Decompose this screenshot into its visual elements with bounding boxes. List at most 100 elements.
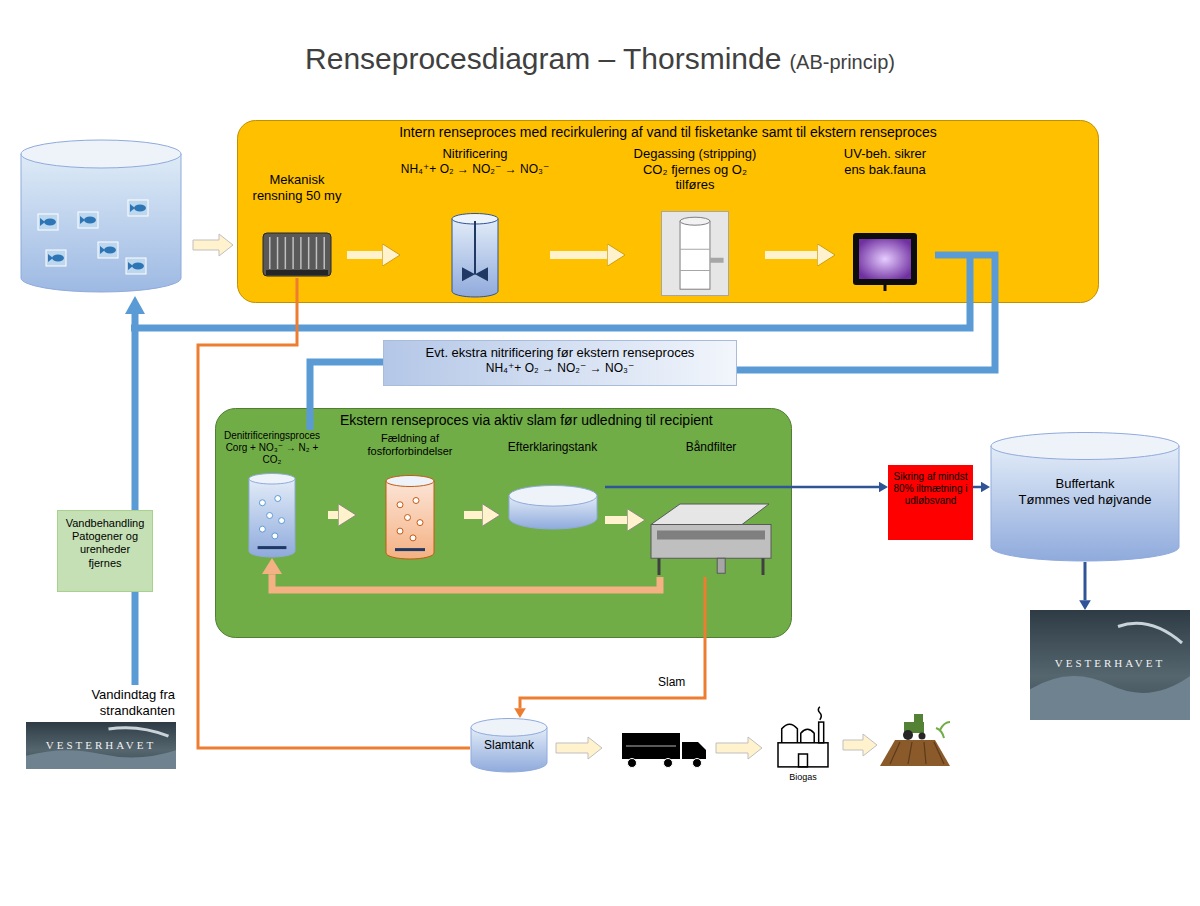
- lamp-glow: [859, 239, 911, 279]
- process-step: Fældning af fosforforbindelser: [356, 432, 464, 560]
- belt-filter-picture: [649, 502, 773, 577]
- internal-process-band: Intern renseproces med recirkulering af …: [237, 120, 1099, 303]
- bubble: [405, 515, 411, 521]
- outlet-line: [1084, 562, 1087, 600]
- tractor-wheel: [903, 730, 913, 740]
- diffuser: [258, 546, 287, 549]
- plant-smoke: [818, 707, 821, 720]
- bubble: [397, 502, 403, 508]
- node-heading: Ekstern renseproces via aktiv slam før u…: [340, 412, 786, 429]
- fish-tank: [21, 154, 181, 292]
- fish-body: [44, 219, 56, 226]
- drum-rib: [316, 237, 318, 269]
- node-heading: Vandbehandling Patogener og urenheder fj…: [62, 517, 148, 570]
- bubble: [417, 520, 423, 526]
- plant-silo: [782, 724, 798, 742]
- plant-hall: [778, 743, 828, 767]
- drum-rib: [277, 237, 279, 269]
- node-heading: Buffertank: [998, 476, 1172, 492]
- lamp-body: [853, 233, 917, 285]
- sea-outlet: VESTERHAVET: [1030, 610, 1190, 720]
- water-pipe: [132, 592, 139, 685]
- plant-chimney: [819, 722, 824, 743]
- fish-body: [52, 255, 64, 262]
- truck-trailer: [622, 733, 680, 759]
- drum-rib: [323, 237, 325, 269]
- filter-belt: [657, 531, 765, 540]
- node-heading: Slamtank: [472, 738, 546, 752]
- bubble: [259, 526, 265, 532]
- fish-tail: [100, 246, 105, 254]
- uv-lamp-picture: [851, 230, 919, 292]
- fish-body: [134, 205, 146, 212]
- tractor-cab: [914, 714, 923, 723]
- fish-icon: [126, 258, 146, 274]
- lamp-stand: [884, 285, 887, 291]
- intake-water-pipe: [132, 314, 139, 520]
- sea-photo: [1030, 610, 1190, 720]
- process-step: Båndfilter: [645, 440, 777, 577]
- fish-icon-tile: [78, 212, 98, 228]
- fish-body: [104, 247, 116, 254]
- return-water-pipe: [131, 252, 970, 328]
- outlet-line: [605, 486, 879, 489]
- node-text: Tømmes ved højvande: [998, 492, 1172, 508]
- filter-leg: [658, 558, 661, 575]
- node-heading: Vandindtag fra strandkanten: [63, 687, 175, 718]
- node-heading: Degassing (stripping): [625, 146, 765, 162]
- optional-step-band: Evt. ekstra nitrificering før ekstern re…: [383, 340, 737, 386]
- fish-icon: [46, 250, 66, 266]
- pipe: [710, 258, 724, 263]
- fish-icon: [38, 214, 58, 230]
- title-bar: Renseprocesdiagram – Thorsminde (AB-princ…: [0, 42, 1200, 76]
- bubble: [410, 535, 416, 541]
- bubble: [272, 533, 278, 539]
- node-heading: Sikring af mindst 80% iltmætning i udløb…: [891, 471, 970, 507]
- tank-body: [452, 219, 498, 297]
- edge-label-holder: Slam: [656, 675, 687, 689]
- drum-base: [266, 270, 328, 275]
- return-sludge-line: [272, 574, 660, 590]
- node-heading: Mekanisk rensning 50 my: [247, 172, 347, 203]
- mixer-shaft: [474, 221, 476, 274]
- check-box: Sikring af mindst 80% iltmætning i udløb…: [888, 465, 973, 540]
- flow-arrow: [765, 251, 817, 259]
- flow-arrow: [464, 511, 482, 519]
- node-heading: Fældning af fosforforbindelser: [356, 432, 464, 458]
- bubble: [279, 518, 285, 524]
- precipitation-tank-picture: [385, 475, 435, 560]
- edge-label: Slam: [656, 675, 687, 689]
- title-note: (AB-princip): [789, 51, 895, 73]
- fish-body: [84, 217, 96, 224]
- sea-wave: [1030, 676, 1190, 720]
- column-top: [680, 217, 710, 225]
- process-step: DenitrificeringsprocesCorg + NO₃⁻ → N₂ +…: [216, 430, 328, 558]
- fish-icon: [78, 212, 98, 228]
- flow-arrow: [193, 234, 233, 256]
- diagram-title: Renseprocesdiagram – Thorsminde: [305, 42, 781, 75]
- column-ring: [680, 249, 710, 250]
- fish-tail: [40, 218, 45, 226]
- external-process-band: Ekstern renseproces via aktiv slam før u…: [215, 408, 792, 638]
- drum-rib: [300, 237, 302, 269]
- bubble: [267, 513, 273, 519]
- fish-tail: [128, 262, 133, 270]
- bubble: [275, 496, 281, 502]
- tank-top: [249, 474, 295, 485]
- flow-arrow: [843, 734, 877, 756]
- tank-body: [249, 479, 295, 557]
- flow-arrow: [347, 251, 382, 259]
- node-heading: Biogas: [770, 772, 836, 783]
- tank-body: [386, 481, 434, 559]
- sea-wave: [26, 750, 176, 769]
- truck-wheel: [628, 759, 637, 768]
- process-step: NitrificeringNH₄⁺+ O₂ → NO₂⁻ → NO₃⁻: [400, 146, 550, 298]
- nitrification-tank-picture: [451, 213, 499, 298]
- drum-rib: [285, 237, 287, 269]
- tank-top: [509, 486, 597, 507]
- truck-wheel: [664, 759, 673, 768]
- sea-photo: [26, 722, 176, 769]
